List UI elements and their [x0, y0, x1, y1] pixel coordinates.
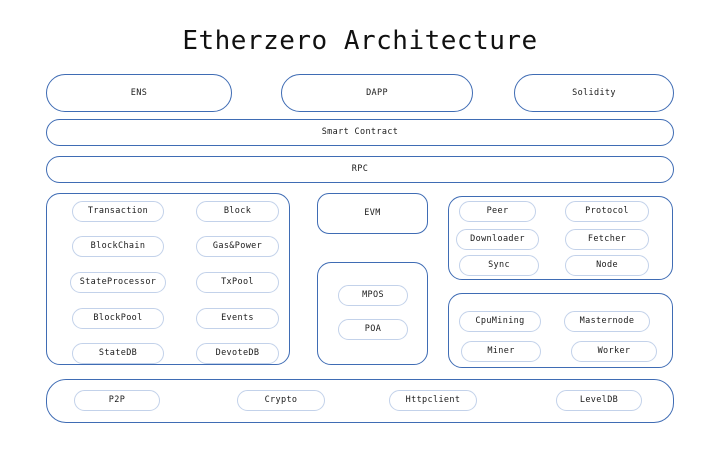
top-box-ens[interactable]: ENS — [46, 74, 232, 112]
core-item-events-label: Events — [221, 313, 254, 324]
core-item-statedb-label: StateDB — [98, 348, 138, 359]
bottom-item-p2p-label: P2P — [108, 395, 126, 406]
bottom-item-leveldb-label: LevelDB — [579, 395, 619, 406]
core-item-stateprocessor[interactable]: StateProcessor — [70, 272, 166, 293]
bottom-item-httpclient[interactable]: Httpclient — [389, 390, 477, 411]
top-box-solidity[interactable]: Solidity — [514, 74, 674, 112]
bottom-item-httpclient-label: Httpclient — [405, 395, 461, 406]
core-item-events[interactable]: Events — [196, 308, 279, 329]
core-item-blockchain[interactable]: BlockChain — [72, 236, 164, 257]
consensus-item-mpos[interactable]: MPOS — [338, 285, 408, 306]
mining-item-masternode-label: Masternode — [579, 316, 635, 327]
top-box-dapp-label: DAPP — [366, 87, 388, 98]
network-item-protocol[interactable]: Protocol — [565, 201, 649, 222]
mining-item-worker-label: Worker — [597, 346, 631, 357]
network-item-peer[interactable]: Peer — [459, 201, 536, 222]
core-item-blockchain-label: BlockChain — [90, 241, 146, 252]
mining-item-cpumining[interactable]: CpuMining — [459, 311, 541, 332]
top-box-dapp[interactable]: DAPP — [281, 74, 473, 112]
bottom-item-p2p[interactable]: P2P — [74, 390, 160, 411]
top-box-solidity-label: Solidity — [572, 87, 616, 98]
core-item-gas-power-label: Gas&Power — [212, 241, 263, 252]
network-item-node[interactable]: Node — [565, 255, 649, 276]
core-item-txpool-label: TxPool — [221, 277, 254, 288]
bar-smart-contract-label: Smart Contract — [321, 127, 399, 138]
core-item-blockpool[interactable]: BlockPool — [72, 308, 164, 329]
bottom-item-leveldb[interactable]: LevelDB — [556, 390, 642, 411]
core-item-gas-power[interactable]: Gas&Power — [196, 236, 279, 257]
network-item-downloader[interactable]: Downloader — [456, 229, 539, 250]
core-item-block-label: Block — [223, 206, 252, 217]
page-title: Etherzero Architecture — [182, 26, 538, 56]
core-item-stateprocessor-label: StateProcessor — [79, 277, 157, 288]
core-item-transaction[interactable]: Transaction — [72, 201, 164, 222]
mining-item-miner[interactable]: Miner — [461, 341, 541, 362]
core-item-transaction-label: Transaction — [87, 206, 149, 217]
bottom-item-crypto-label: Crypto — [264, 395, 298, 406]
vm-box-evm-label: EVM — [364, 208, 381, 219]
consensus-panel — [317, 262, 428, 365]
network-item-peer-label: Peer — [486, 206, 509, 217]
consensus-item-mpos-label: MPOS — [362, 290, 384, 301]
bar-smart-contract[interactable]: Smart Contract — [46, 119, 674, 146]
network-item-fetcher-label: Fetcher — [587, 234, 627, 245]
mining-item-masternode[interactable]: Masternode — [564, 311, 650, 332]
network-item-protocol-label: Protocol — [585, 206, 629, 217]
vm-box-evm[interactable]: EVM — [317, 193, 428, 234]
top-box-ens-label: ENS — [130, 87, 148, 98]
network-item-sync-label: Sync — [488, 260, 510, 271]
network-item-sync[interactable]: Sync — [459, 255, 539, 276]
core-item-statedb[interactable]: StateDB — [72, 343, 164, 364]
core-item-txpool[interactable]: TxPool — [196, 272, 279, 293]
mining-item-miner-label: Miner — [487, 346, 515, 357]
core-item-block[interactable]: Block — [196, 201, 279, 222]
consensus-item-poa[interactable]: POA — [338, 319, 408, 340]
core-item-blockpool-label: BlockPool — [93, 313, 143, 324]
bar-rpc-label: RPC — [351, 164, 369, 175]
core-item-devotedb-label: DevoteDB — [215, 348, 260, 359]
network-item-downloader-label: Downloader — [470, 234, 525, 245]
mining-item-cpumining-label: CpuMining — [475, 316, 525, 327]
network-item-node-label: Node — [596, 260, 618, 271]
consensus-item-poa-label: POA — [364, 324, 382, 335]
network-item-fetcher[interactable]: Fetcher — [565, 229, 649, 250]
bar-rpc[interactable]: RPC — [46, 156, 674, 183]
core-item-devotedb[interactable]: DevoteDB — [196, 343, 279, 364]
mining-item-worker[interactable]: Worker — [571, 341, 657, 362]
bottom-item-crypto[interactable]: Crypto — [237, 390, 325, 411]
